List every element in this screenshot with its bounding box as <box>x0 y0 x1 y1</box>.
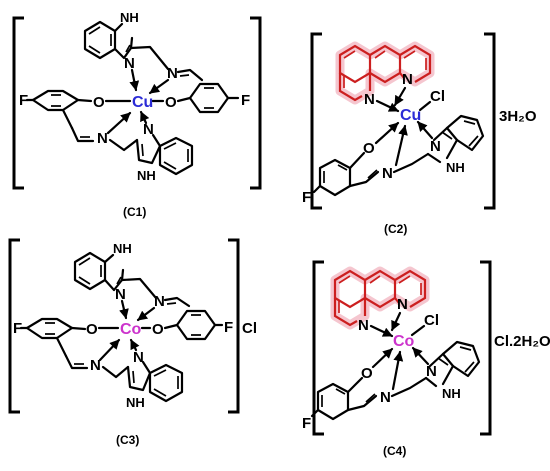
c2-left-bracket <box>310 32 322 210</box>
c1-n4: N <box>143 121 154 138</box>
c2-n-phen-right: N <box>402 71 413 88</box>
c4-cl: Cl <box>424 312 439 329</box>
c2-n-imine: N <box>382 165 393 182</box>
c1-o-right: O <box>165 94 177 111</box>
complex-c4: N N Co Cl O F N N NH Cl.2H₂O (C <box>302 260 550 458</box>
c1-n3: N <box>97 130 108 147</box>
c3-nh-bottom: NH <box>126 395 145 410</box>
c4-caption: (C4) <box>383 444 406 458</box>
c4-nh: NH <box>442 386 461 401</box>
c2-counter-ion: 3H₂O <box>499 108 537 125</box>
c3-counter-ion: Cl <box>242 320 257 337</box>
c1-right-bracket <box>250 16 262 190</box>
c2-caption: (C2) <box>384 222 407 236</box>
c1-nh-top: NH <box>120 10 139 25</box>
c1-top-benzimidazole <box>83 20 170 71</box>
c3-caption: (C3) <box>116 433 139 447</box>
c2-phenanthroline <box>335 41 435 105</box>
c1-right-fluorophenyl <box>188 82 240 114</box>
c3-n4: N <box>133 349 144 366</box>
c4-o: O <box>361 365 373 382</box>
c2-o: O <box>363 140 375 157</box>
c2-cl: Cl <box>430 88 445 105</box>
c2-cu-center: Cu <box>400 107 421 124</box>
c4-n-imine: N <box>380 389 391 406</box>
c1-n1: N <box>124 55 135 72</box>
c4-fluorophenyl <box>310 376 378 421</box>
c3-right-fluorophenyl <box>175 309 224 341</box>
c3-nh-top: NH <box>113 241 132 256</box>
c1-nh-bottom: NH <box>137 168 156 183</box>
c1-cu-center: Cu <box>132 94 153 111</box>
c1-left-fluorophenyl <box>31 89 93 130</box>
c4-counter-ion: Cl.2H₂O <box>494 333 550 350</box>
c2-right-bracket <box>484 32 496 210</box>
c3-bottom-benzimidazole <box>126 360 184 403</box>
c3-n2: N <box>154 293 165 310</box>
c3-co-center: Co <box>120 321 142 338</box>
c2-nh: NH <box>446 160 465 175</box>
c4-phenanthroline <box>330 266 430 330</box>
c1-f-left: F <box>19 92 28 109</box>
c3-f-left: F <box>13 320 22 337</box>
c4-co-center: Co <box>393 333 415 350</box>
c4-left-bracket <box>312 260 324 436</box>
c1-caption: (C1) <box>123 205 146 219</box>
c3-n1: N <box>115 286 126 303</box>
c4-f: F <box>302 415 311 432</box>
c3-left-bracket <box>8 238 20 414</box>
c3-n3: N <box>90 357 101 374</box>
c2-fluorophenyl <box>312 151 380 197</box>
c2-n-bzim: N <box>430 138 441 155</box>
c3-top-benzimidazole <box>73 251 158 300</box>
c2-n-phen-left: N <box>364 91 375 108</box>
c4-right-bracket <box>480 260 492 436</box>
c1-bottom-benzimidazole <box>135 133 194 176</box>
c4-benzimidazole <box>424 340 481 388</box>
c1-left-bracket <box>12 16 24 190</box>
complex-c2: N N Cu Cl O F N N NH 3H₂O (C2) <box>302 32 537 236</box>
c3-left-fluorophenyl <box>25 317 87 358</box>
c1-o-left: O <box>93 94 105 111</box>
c4-n-phen-right: N <box>397 296 408 313</box>
c4-n-phen-left: N <box>358 317 369 334</box>
c3-o-right: O <box>152 321 164 338</box>
c1-f-right: F <box>241 92 250 109</box>
c2-f: F <box>302 189 311 206</box>
c3-f-right: F <box>224 319 233 336</box>
complex-c1: NH N N Cu O F O F N <box>12 10 262 219</box>
c2-benzimidazole <box>426 114 485 164</box>
complex-c3: NH N N Co O F O F N N <box>8 238 257 447</box>
c3-right-bracket <box>228 238 240 414</box>
c1-n2: N <box>167 65 178 82</box>
c4-n-bzim: N <box>426 363 437 380</box>
c3-o-left: O <box>86 321 98 338</box>
